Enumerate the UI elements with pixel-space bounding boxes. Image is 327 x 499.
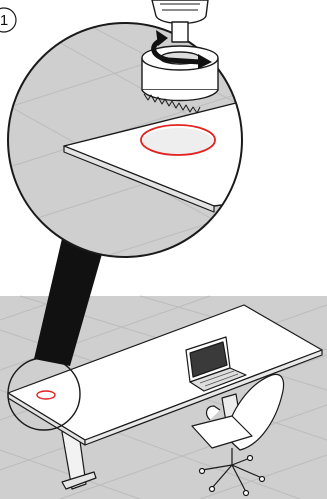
step-badge: 1 xyxy=(0,8,16,32)
step-number: 1 xyxy=(0,12,8,29)
desk-cable-hole xyxy=(37,391,55,399)
hole-saw-drill-icon xyxy=(142,0,218,113)
callout-zoom-circle xyxy=(0,10,260,290)
